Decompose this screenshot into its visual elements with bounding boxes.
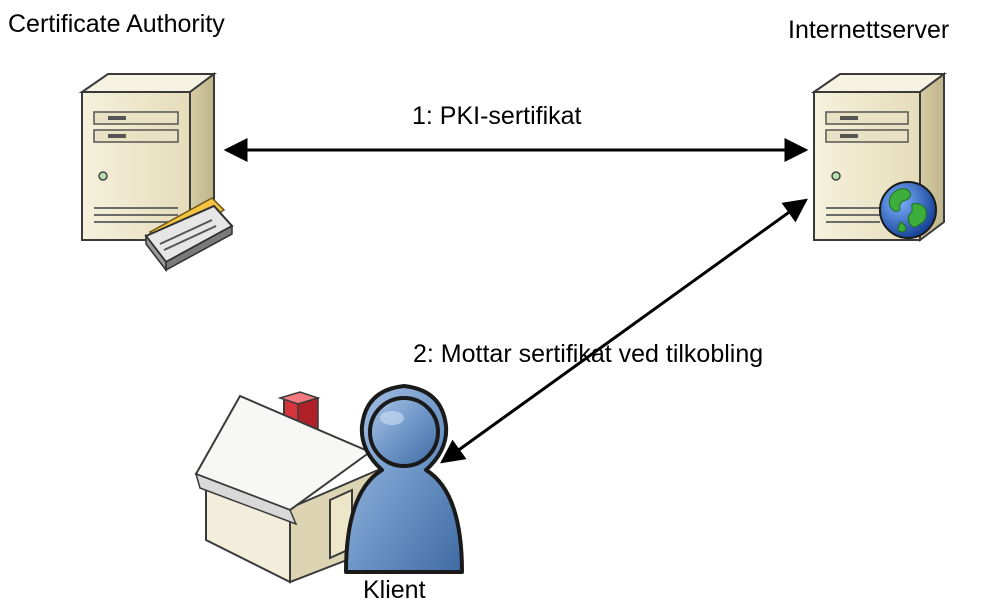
ca-label: Certificate Authority: [8, 10, 225, 38]
ca-server-icon: [78, 72, 217, 242]
certificate-card-icon: [144, 197, 234, 273]
user-icon: [344, 384, 464, 574]
web-server-icon: [810, 72, 947, 242]
client-label: Klient: [363, 576, 426, 604]
server-label: Internettserver: [788, 16, 950, 44]
mottar-edge-label: 2: Mottar sertifikat ved tilkobling: [413, 340, 764, 368]
pki-edge-label: 1: PKI-sertifikat: [412, 102, 582, 130]
globe-icon: [879, 181, 937, 239]
mottar-arrow: [440, 198, 808, 464]
